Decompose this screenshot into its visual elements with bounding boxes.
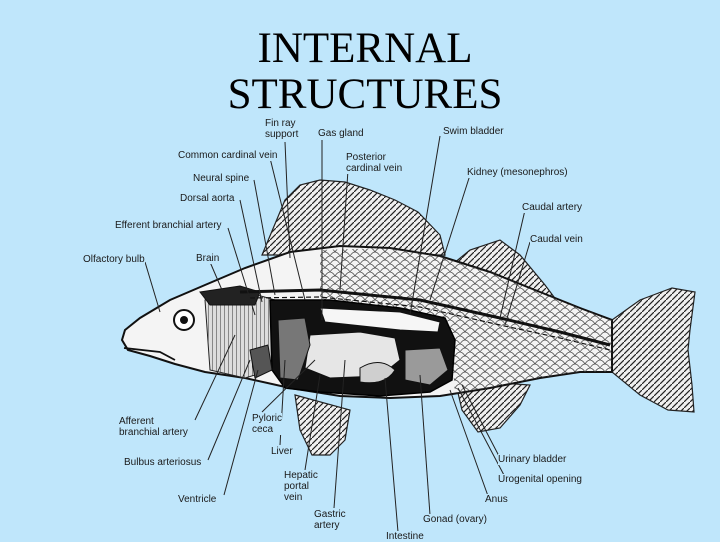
label-posterior-cardinal-vein: Posterior cardinal vein xyxy=(346,152,403,174)
heart xyxy=(249,344,273,379)
label-fin-ray-support: Fin ray support xyxy=(265,118,299,140)
label-urinary-bladder: Urinary bladder xyxy=(498,454,567,465)
label-brain: Brain xyxy=(196,253,220,264)
mouth xyxy=(123,347,176,361)
label-olfactory-bulb: Olfactory bulb xyxy=(83,254,145,265)
label-kidney: Kidney (mesonephros) xyxy=(467,167,568,178)
label-urogenital-opening: Urogenital opening xyxy=(498,474,582,485)
label-hepatic-portal-vein: Hepatic portal vein xyxy=(284,470,318,503)
label-dorsal-aorta: Dorsal aorta xyxy=(180,193,235,204)
label-caudal-artery: Caudal artery xyxy=(522,202,583,213)
label-swim-bladder: Swim bladder xyxy=(443,126,504,137)
intestine-loop xyxy=(359,362,396,384)
label-gonad: Gonad (ovary) xyxy=(423,514,487,525)
label-bulbus-arteriosus: Bulbus arteriosus xyxy=(124,457,202,468)
label-gastric-artery: Gastric artery xyxy=(314,509,346,531)
label-neural-spine: Neural spine xyxy=(193,173,250,184)
spinal-column xyxy=(239,288,611,347)
slide-title: INTERNAL STRUCTURES xyxy=(0,26,720,118)
swim-bladder xyxy=(319,307,441,333)
title-line-2: STRUCTURES xyxy=(227,71,503,118)
scale-pattern xyxy=(320,248,612,394)
label-common-cardinal-vein: Common cardinal vein xyxy=(178,150,278,161)
spiny-dorsal-fin xyxy=(261,179,446,256)
label-ventricle: Ventricle xyxy=(178,494,217,505)
anal-fin xyxy=(454,379,531,433)
label-afferent-branchial-artery: Afferent branchial artery xyxy=(119,416,188,438)
title-line-1: INTERNAL xyxy=(257,25,473,72)
caudal-fin xyxy=(611,287,696,413)
gonad xyxy=(404,347,449,386)
label-intestine: Intestine xyxy=(386,531,424,542)
pelvic-fin xyxy=(294,394,351,456)
liver xyxy=(277,317,311,381)
label-efferent-branchial-artery: Efferent branchial artery xyxy=(115,220,222,231)
label-gas-gland: Gas gland xyxy=(318,128,364,139)
label-pyloric-ceca: Pyloric ceca xyxy=(252,413,283,435)
label-liver: Liver xyxy=(271,446,293,457)
label-anus: Anus xyxy=(485,494,508,505)
label-caudal-vein: Caudal vein xyxy=(530,234,583,245)
